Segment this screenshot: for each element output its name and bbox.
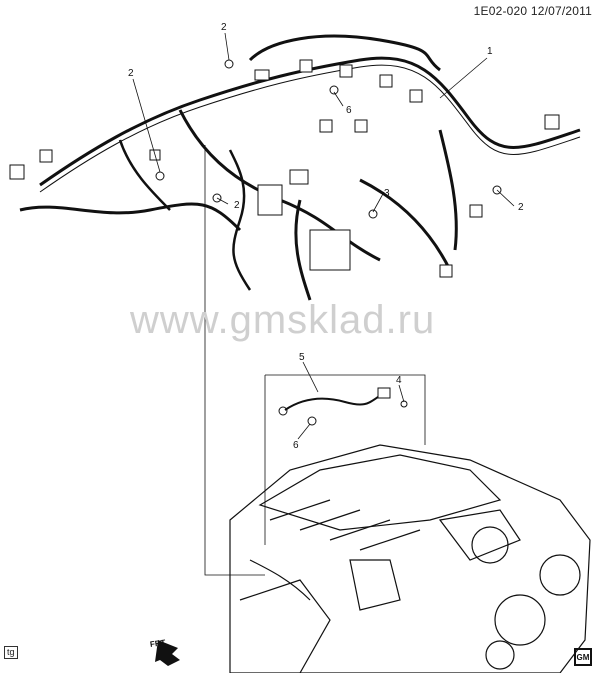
connector [9, 164, 25, 180]
ground-strap [284, 392, 386, 411]
harness-branch-down [294, 199, 312, 301]
bolt [155, 171, 165, 181]
control-module [309, 229, 351, 271]
connector [319, 119, 333, 133]
bolt [368, 209, 378, 219]
callout-6: 6 [293, 440, 299, 451]
routing-line [265, 374, 426, 445]
callout-4: 4 [396, 375, 402, 386]
connector [439, 264, 453, 278]
bolt [224, 59, 234, 69]
connector [469, 204, 483, 218]
figure-tag: tg [4, 646, 18, 659]
connector [289, 169, 309, 185]
connector [339, 64, 353, 78]
nut [329, 85, 339, 95]
callout-6: 6 [346, 105, 352, 116]
callout-2: 2 [518, 202, 524, 213]
diagram-code: 1E02-020 12/07/2011 [473, 4, 592, 18]
callout-2: 2 [128, 68, 134, 79]
harness-trunk [39, 56, 581, 187]
connector [379, 74, 393, 88]
connector [299, 59, 313, 73]
connector [39, 149, 53, 163]
connector [254, 69, 270, 81]
gm-logo: GM [574, 648, 592, 666]
callout-3: 3 [384, 188, 390, 199]
watermark: www.gmsklad.ru [130, 298, 436, 342]
front-arrow-icon [155, 640, 180, 666]
connector [544, 114, 560, 130]
nut [307, 416, 317, 426]
callout-2: 2 [234, 200, 240, 211]
callout-1: 1 [487, 46, 493, 57]
routing-line [204, 145, 265, 576]
harness-branch-right [359, 178, 452, 271]
relay-block [257, 184, 283, 216]
engine-illustration [229, 444, 591, 674]
callout-2: 2 [221, 22, 227, 33]
harness-branch-left [19, 202, 242, 232]
callout-5: 5 [299, 352, 305, 363]
connector [409, 89, 423, 103]
connector [354, 119, 368, 133]
